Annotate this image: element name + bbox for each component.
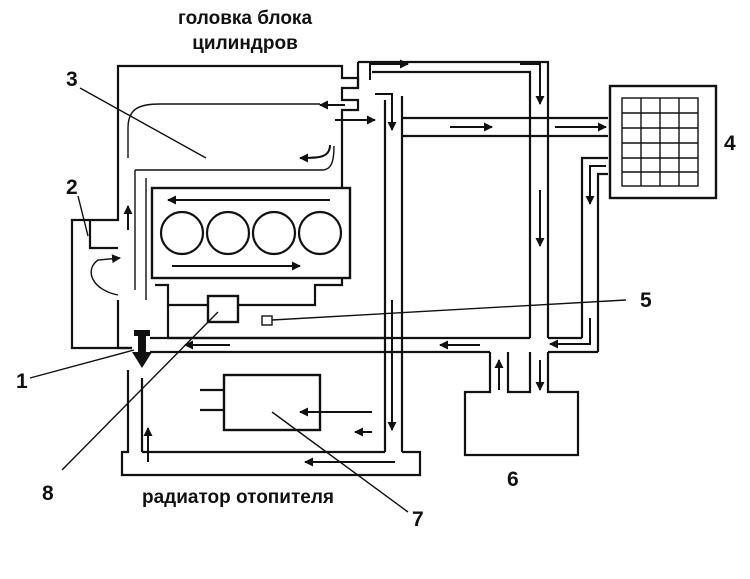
heater-radiator-core <box>222 373 322 432</box>
coolant-sensors <box>206 294 273 326</box>
vertical-pipes <box>299 59 550 452</box>
callout-2: 2 <box>66 176 78 199</box>
cylinder-head-label-line1: головка блока <box>178 8 312 29</box>
sensor-5-body <box>261 315 273 326</box>
radiator-feed-pipes <box>402 116 608 138</box>
callout-1: 1 <box>16 370 28 393</box>
callout-7: 7 <box>412 508 424 531</box>
callout-8: 8 <box>42 482 54 505</box>
cylinder-bank <box>150 186 352 280</box>
cylinder-head-label-line2: цилиндров <box>192 33 298 54</box>
heater-radiator-label: радиатор отопителя <box>142 487 334 508</box>
callout-4: 4 <box>724 132 736 155</box>
callout-6: 6 <box>507 468 519 491</box>
leader-lines <box>29 87 627 513</box>
callout-5: 5 <box>640 289 652 312</box>
pump-housing <box>70 205 133 350</box>
return-line <box>150 336 598 354</box>
lower-return-loop <box>120 370 422 477</box>
cylinder-3 <box>251 210 297 256</box>
main-radiator-frame <box>608 84 718 200</box>
cylinder-2 <box>205 210 251 256</box>
cylinder-1 <box>159 210 205 256</box>
cylinder-4 <box>297 210 343 256</box>
thermostat <box>132 330 152 368</box>
heater-radiator <box>200 373 372 437</box>
cylinder-block-frame <box>150 186 352 280</box>
callout-3: 3 <box>66 68 78 91</box>
main-radiator <box>549 84 718 352</box>
expansion-tank <box>463 352 580 457</box>
